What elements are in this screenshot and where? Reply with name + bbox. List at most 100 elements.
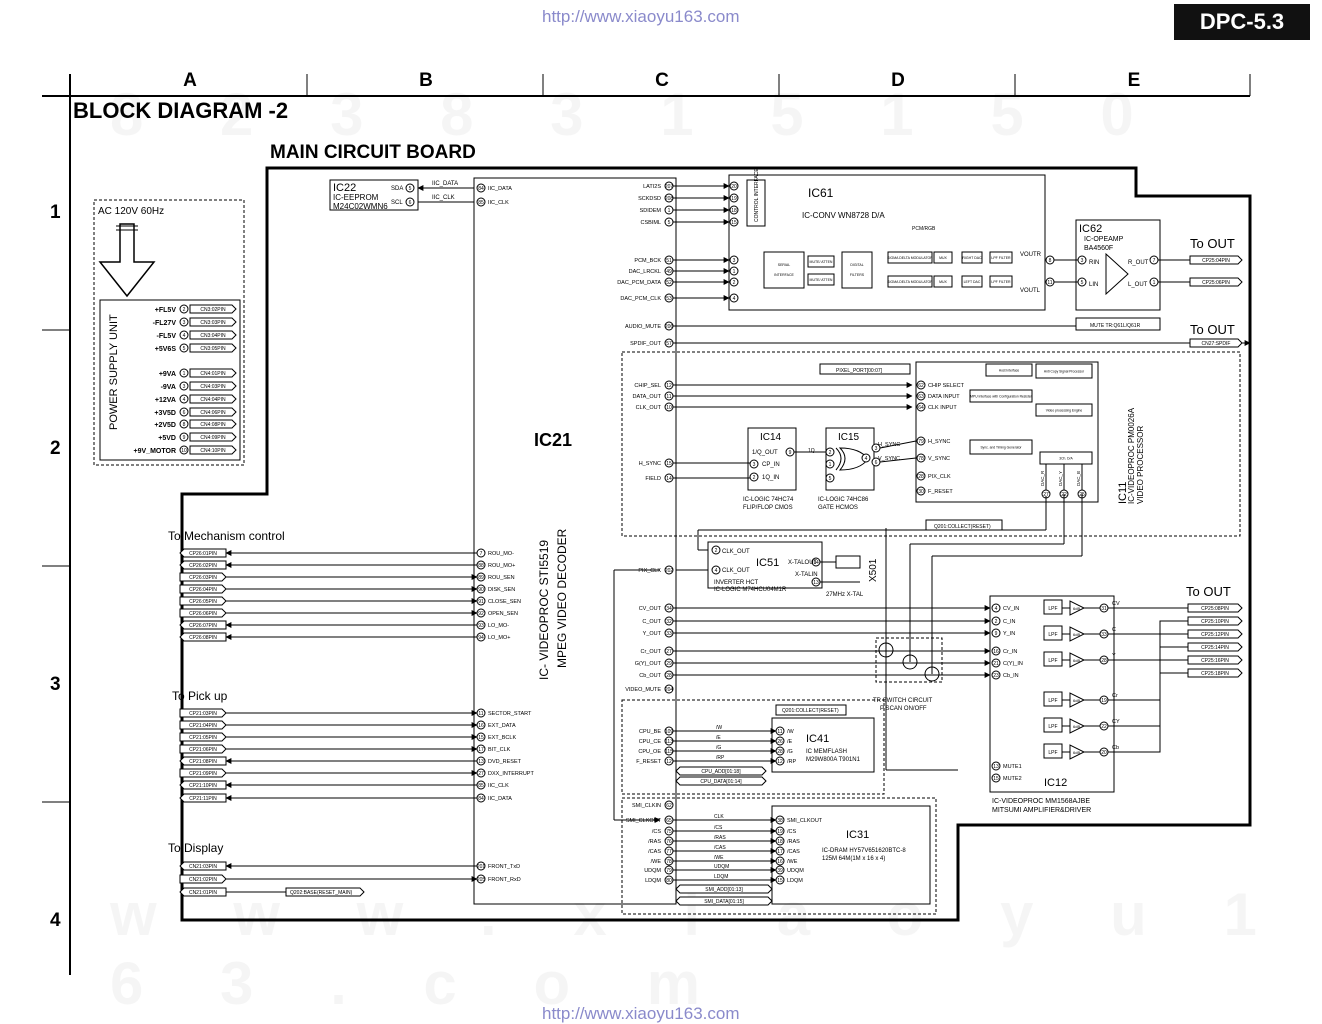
ic31-pin-label-3: /CAS <box>787 849 800 855</box>
ic11-desc-2: VIDEO PROCESSOR <box>1136 426 1145 504</box>
ic61-data-pin-3-number: 4 <box>733 296 736 302</box>
ic12-out-pin-5-number: 20 <box>1101 750 1107 756</box>
ic21-right-label-1: SCKDSD <box>638 196 661 202</box>
ic61-inner-label-7: SIGMA DELTA MODULATOR <box>887 280 933 284</box>
ic41-net-1: /E <box>716 735 721 741</box>
rail-pin-10 <box>179 445 189 455</box>
pickup-tag-1 <box>179 720 227 730</box>
ic14-pin-1q-number: 2 <box>753 475 756 481</box>
mech-tag-3 <box>179 584 227 594</box>
ic11-inner-label-2: MPU Interface with Configuration Resiste… <box>970 395 1032 399</box>
video-out-tag-4 <box>1187 655 1243 665</box>
ic61-inner-block-10 <box>989 251 1013 264</box>
rail-tag-8-text: CN4:08PIN <box>200 422 226 428</box>
ic12-in-pin-0 <box>991 603 1001 613</box>
ic21-left-pin-13-number: 17 <box>478 747 484 753</box>
ic15-pin-1 <box>825 459 835 469</box>
ic21-right-label-29: /CS <box>652 829 662 835</box>
source-url-bottom[interactable]: http://www.xiaoyu163.com <box>542 1004 740 1023</box>
ic11-dac-label-1: DAC_Y <box>1058 471 1063 486</box>
ic22-net-data: IIC_DATA <box>432 181 458 187</box>
ic61-inner-label-0: SERIAL <box>778 263 791 267</box>
ic14-pin-cp <box>749 459 759 469</box>
audio-out-tag-1 <box>1189 277 1243 287</box>
ic41-bus-label-1: CPU_DATA[01:14] <box>700 779 742 785</box>
ic12-desc-2: MITSUMI AMPLIFIER&DRIVER <box>992 807 1091 814</box>
ic11-pin-6 <box>916 486 926 496</box>
ic31-pin-0-number: 38 <box>777 818 783 824</box>
ic62-rout: R_OUT <box>1128 260 1149 266</box>
ic21-right-pin-13-number: 15 <box>666 461 672 467</box>
ic21-right-pin-22-number: 204 <box>665 687 674 693</box>
ic21-right-pin-23-number: 109 <box>665 729 674 735</box>
ic21-right-pin-1-number: 208 <box>665 196 674 202</box>
ic41-name: IC41 <box>806 733 829 745</box>
ic21-right-pin-15 <box>664 565 674 575</box>
ic21-right-pin-32-number: 78 <box>666 859 672 865</box>
ic12-name: IC12 <box>1044 777 1067 789</box>
rail-tag-5-text: CN4:03PIN <box>200 384 226 390</box>
pickup-tag-0 <box>179 708 227 718</box>
ic11-pin-0-number: 62 <box>918 383 924 389</box>
ic21-right-label-17: C_OUT <box>642 619 661 625</box>
ic61-inner-block-4 <box>887 251 933 264</box>
ic12-in-label-4: C(Y)_IN <box>1003 661 1023 667</box>
ic21-left-pin-7-number: 92 <box>478 611 484 617</box>
rail-pin-1-number: 3 <box>183 320 186 326</box>
x501-label: X501 <box>868 558 879 582</box>
ic12-in-label-2: Y_IN <box>1003 631 1015 637</box>
rail-pin-5 <box>179 381 189 391</box>
ic61-name: IC61 <box>808 186 834 200</box>
pickup-tag-5 <box>179 768 227 778</box>
ic61-inner-label-6: SIGMA DELTA MODULATOR <box>887 256 933 260</box>
display-tag-1 <box>179 874 227 884</box>
ic21-left-pin-15-number: 27 <box>478 771 484 777</box>
source-url-top[interactable]: http://www.xiaoyu163.com <box>542 7 740 26</box>
ic21-left-label-15: DXX_INTERRUPT <box>488 771 534 777</box>
ic21-left-label-0: IIC_DATA <box>488 186 512 192</box>
ic62-pin-lin <box>1077 277 1087 287</box>
ic21-right-label-28: SMI_CLKOUT <box>626 818 662 824</box>
ic21-left-label-3: ROU_MO+ <box>488 563 515 569</box>
ic22-pin-sda: SDA <box>391 186 403 192</box>
ic61-ctrl-pin-3-number: 15 <box>731 220 737 226</box>
ic21-left-pin-16-number: 85 <box>478 783 484 789</box>
mech-title: To Mechanism control <box>168 529 285 543</box>
ic14-pin-q-number: 9 <box>789 450 792 456</box>
ic12-lpf-0 <box>1043 599 1063 615</box>
ic21-right-pin-8-number: 206 <box>665 324 674 330</box>
ic11-pin-1 <box>916 391 926 401</box>
ic21-right-label-3: CSBIML <box>641 220 661 226</box>
ic12-lpf-2 <box>1043 651 1063 667</box>
rail-tag-0-text: CN3:02PIN <box>200 307 226 313</box>
ic31-pin-1-number: 19 <box>777 829 783 835</box>
ic11-pin-3-number: 79 <box>918 439 924 445</box>
ic21-right-pin-5-number: 49 <box>666 269 672 275</box>
ic14-block <box>747 427 797 491</box>
ic21-right-pin-17-number: 32 <box>666 619 672 625</box>
mech-tag-4 <box>179 596 227 606</box>
ic51-desc-2: IC-LOGIC M74HCU04M1R <box>714 587 787 593</box>
ic12-out-label-3: Cr <box>1112 693 1118 699</box>
video-out-tag-3 <box>1187 642 1243 652</box>
ic15-pin-1-number: 1 <box>829 462 832 468</box>
ic61-inner-label-4: DIGITAL <box>850 263 863 267</box>
ic12-amp-label-5: 6dB <box>1073 750 1080 755</box>
video-out-tag-0 <box>1187 603 1243 613</box>
ic41-dashed-region <box>621 699 885 795</box>
video-out-tag-1-text: CP25:10PIN <box>1201 619 1229 625</box>
rail-tag-2 <box>189 330 237 340</box>
rail-pin-8-number: 8 <box>183 422 186 428</box>
ic12-amp-label-4: 6dB <box>1073 724 1080 729</box>
ic61-inner-label-5: FILTERS <box>850 273 865 277</box>
rail-pin-2 <box>179 330 189 340</box>
ic51-pin-2-number: 14 <box>813 560 819 566</box>
video-out-tag-4-text: CP25:16PIN <box>1201 658 1229 664</box>
ic21-right-pin-16-number: 34 <box>666 606 672 612</box>
ic12-in-label-1: C_IN <box>1003 619 1016 625</box>
ic51-pin-clkout1: CLK_OUT <box>722 549 750 555</box>
watermark-top: 8 2 3 8 3 1 5 1 5 0 <box>110 80 1164 149</box>
ic61-inner-block-11 <box>989 275 1013 288</box>
rail-tag-0 <box>189 304 237 314</box>
ic15-pin-4-number: 3 <box>875 446 878 452</box>
